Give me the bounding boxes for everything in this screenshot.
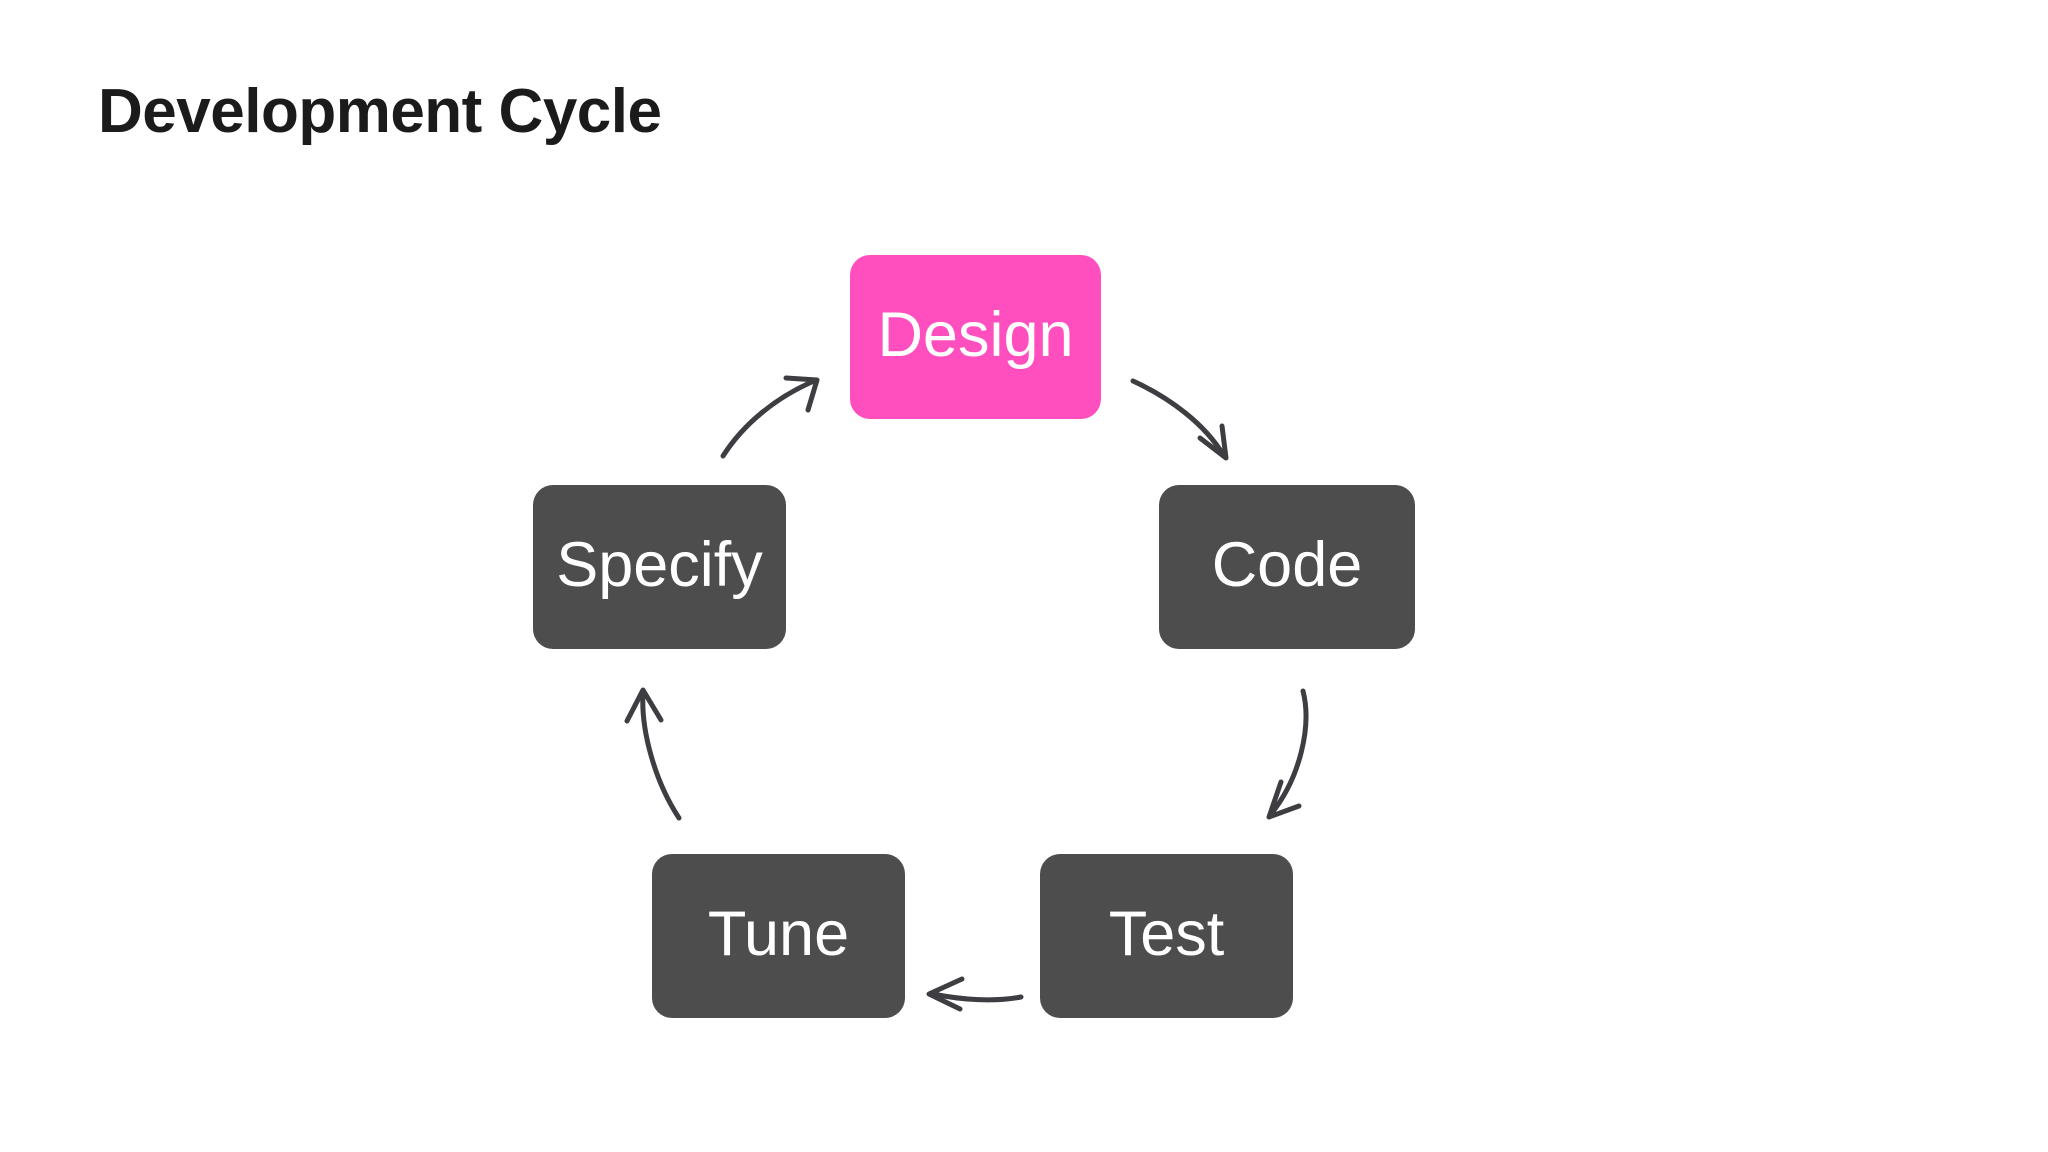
arrow-test-to-tune (926, 976, 1024, 1012)
arrow-tune-to-specify (624, 687, 682, 821)
cycle-node-label: Specify (556, 529, 763, 600)
cycle-node-label: Code (1211, 529, 1363, 600)
page-title: Development Cycle (98, 77, 662, 146)
arrow-code-to-test (1266, 688, 1309, 820)
cycle-node-specify[interactable]: Specify (533, 485, 786, 649)
cycle-node-label: Tune (707, 898, 850, 969)
cycle-node-label: Design (877, 299, 1074, 370)
cycle-node-code[interactable]: Code (1159, 485, 1415, 649)
cycle-node-label: Test (1108, 898, 1225, 969)
cycle-node-design[interactable]: Design (850, 255, 1101, 419)
cycle-node-tune[interactable]: Tune (652, 854, 905, 1018)
arrow-specify-to-design (720, 375, 820, 459)
cycle-node-test[interactable]: Test (1040, 854, 1293, 1018)
arrow-design-to-code (1130, 378, 1229, 461)
